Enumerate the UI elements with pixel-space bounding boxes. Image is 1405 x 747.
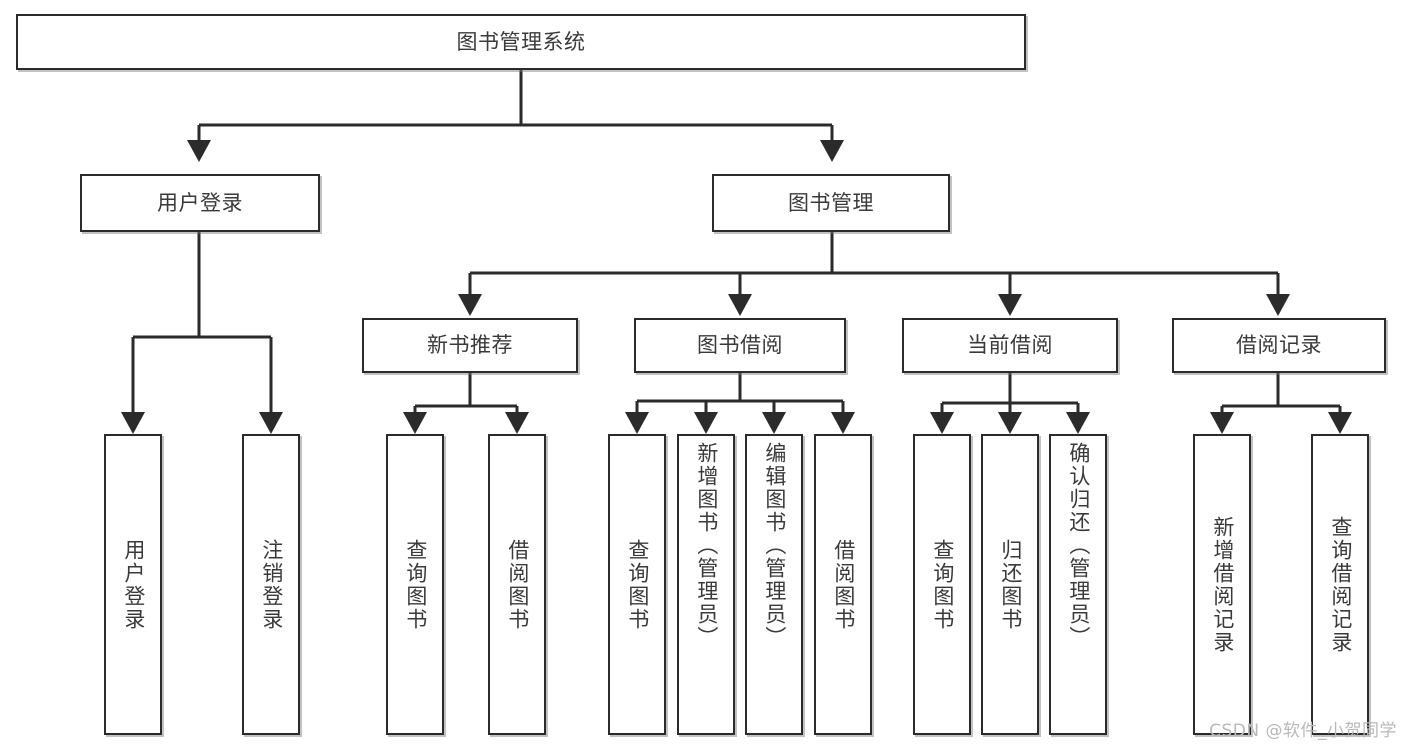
leaf-logout-login[interactable]: 注销登录 (242, 434, 300, 735)
leaf-confirm-return[interactable]: 确认归还（管理员） (1049, 434, 1107, 735)
leaf-return-book-label: 归还图书 (998, 538, 1023, 631)
leaf-query-book-3[interactable]: 查询图书 (913, 434, 971, 735)
node-new-book-recommend-label: 新书推荐 (427, 333, 513, 358)
node-current-borrow-label: 当前借阅 (967, 333, 1053, 358)
node-book-manage[interactable]: 图书管理 (712, 174, 950, 232)
leaf-query-record[interactable]: 查询借阅记录 (1311, 434, 1369, 735)
leaf-borrow-book-1-label: 借阅图书 (505, 538, 530, 631)
leaf-edit-book[interactable]: 编辑图书（管理员） (745, 434, 803, 735)
leaf-query-book-2[interactable]: 查询图书 (608, 434, 666, 735)
node-new-book-recommend[interactable]: 新书推荐 (362, 318, 578, 373)
leaf-add-record[interactable]: 新增借阅记录 (1193, 434, 1251, 735)
leaf-borrow-book-2[interactable]: 借阅图书 (814, 434, 872, 735)
leaf-add-record-label: 新增借阅记录 (1210, 515, 1235, 654)
csdn-watermark: CSDN @软件_小贺同学 (1209, 721, 1397, 741)
leaf-query-book-2-label: 查询图书 (625, 538, 650, 631)
node-book-borrow[interactable]: 图书借阅 (634, 318, 846, 373)
leaf-return-book[interactable]: 归还图书 (981, 434, 1039, 735)
leaf-borrow-book-1[interactable]: 借阅图书 (488, 434, 546, 735)
leaf-add-book-label: 新增图书（管理员） (694, 442, 719, 649)
node-user-login[interactable]: 用户登录 (80, 174, 320, 232)
leaf-query-book-1-label: 查询图书 (403, 538, 428, 631)
node-borrow-record[interactable]: 借阅记录 (1172, 318, 1386, 373)
leaf-borrow-book-2-label: 借阅图书 (831, 538, 856, 631)
leaf-edit-book-label: 编辑图书（管理员） (762, 442, 787, 649)
leaf-user-login[interactable]: 用户登录 (104, 434, 162, 735)
leaf-query-book-1[interactable]: 查询图书 (386, 434, 444, 735)
leaf-query-record-label: 查询借阅记录 (1328, 515, 1353, 654)
node-root-label: 图书管理系统 (456, 29, 586, 54)
leaf-logout-login-label: 注销登录 (259, 538, 284, 631)
leaf-query-book-3-label: 查询图书 (930, 538, 955, 631)
node-borrow-record-label: 借阅记录 (1236, 333, 1322, 358)
node-book-manage-label: 图书管理 (788, 190, 874, 215)
node-book-borrow-label: 图书借阅 (697, 333, 783, 358)
leaf-add-book[interactable]: 新增图书（管理员） (677, 434, 735, 735)
leaf-confirm-return-label: 确认归还（管理员） (1066, 442, 1091, 649)
node-user-login-label: 用户登录 (157, 190, 243, 215)
leaf-user-login-label: 用户登录 (121, 538, 146, 631)
node-current-borrow[interactable]: 当前借阅 (902, 318, 1118, 373)
node-root[interactable]: 图书管理系统 (16, 14, 1026, 70)
